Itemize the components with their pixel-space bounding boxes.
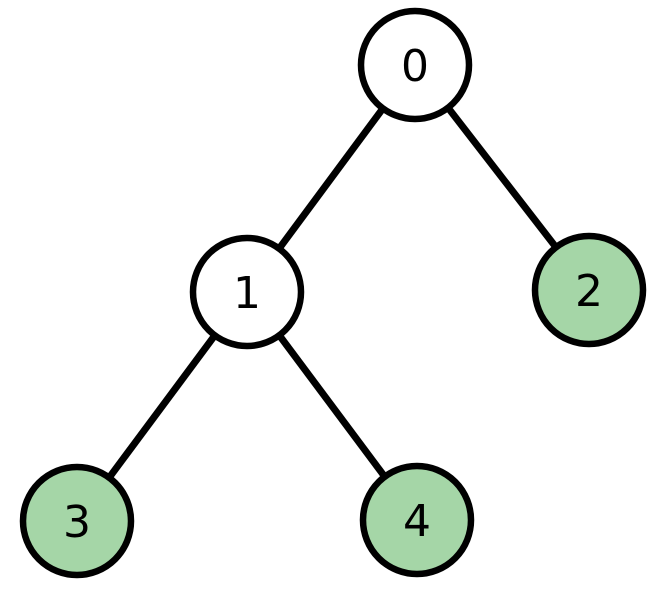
tree-node-circle-4 xyxy=(359,462,475,578)
tree-node-circle-0 xyxy=(357,7,473,123)
tree-node-3: 3 xyxy=(19,463,135,579)
tree-node-4: 4 xyxy=(359,462,475,578)
tree-node-circle-1 xyxy=(189,234,305,350)
tree-node-0: 0 xyxy=(357,7,473,123)
tree-node-label-0: 0 xyxy=(401,41,429,92)
tree-node-label-1: 1 xyxy=(233,268,261,319)
tree-node-label-4: 4 xyxy=(403,496,431,547)
tree-node-2: 2 xyxy=(531,232,647,348)
tree-node-label-3: 3 xyxy=(63,497,91,548)
tree-node-circle-2 xyxy=(531,232,647,348)
tree-node-label-2: 2 xyxy=(575,266,603,317)
tree-node-circle-3 xyxy=(19,463,135,579)
tree-node-1: 1 xyxy=(189,234,305,350)
